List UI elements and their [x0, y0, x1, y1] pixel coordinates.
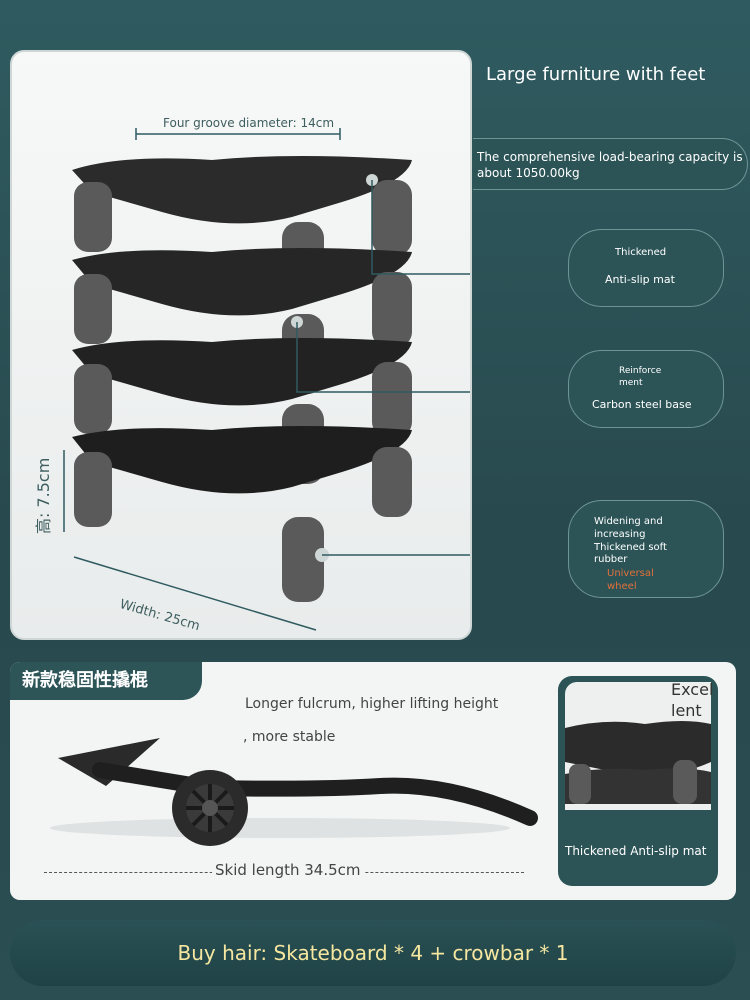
- crowbar-text-2: , more stable: [243, 729, 336, 745]
- wheel-line6: wheel: [607, 581, 637, 592]
- wheel-line1: Widening and: [594, 516, 663, 527]
- dolly-1: [72, 156, 412, 302]
- base-line2: Carbon steel base: [592, 398, 692, 411]
- excellent-card-image: [565, 682, 711, 810]
- base-line1: Reinforce: [619, 366, 662, 376]
- wheel-line3: Thickened soft: [594, 542, 667, 553]
- capacity-text: The comprehensive load-bearing capacity …: [477, 150, 743, 180]
- dolly-2: [72, 248, 412, 394]
- skid-length-label: Skid length 34.5cm: [212, 861, 364, 879]
- base-line1b: ment: [619, 378, 643, 388]
- mini-dolly-illustration: [565, 721, 711, 804]
- crowbar-text-1: Longer fulcrum, higher lifting height: [245, 696, 499, 712]
- crowbar-illustration: [50, 738, 538, 846]
- excellent-word: Excel lent: [671, 680, 714, 720]
- wheel-line5: Universal: [607, 568, 654, 579]
- wheel-callout: Widening and increasing Thickened soft r…: [568, 500, 724, 598]
- crowbar-tag: 新款稳固性撬棍: [10, 662, 202, 700]
- base-callout: Reinforce ment Carbon steel base: [568, 350, 724, 428]
- height-dimension: 高: 7.5cm: [34, 457, 53, 534]
- excellent-caption: Thickened Anti-slip mat: [565, 844, 707, 858]
- page-title: Large furniture with feet: [486, 64, 706, 85]
- mat-line2: Anti-slip mat: [605, 273, 675, 286]
- dolly-stack-illustration: [63, 128, 470, 631]
- capacity-callout: The comprehensive load-bearing capacity …: [473, 138, 748, 190]
- mat-callout: Thickened Anti-slip mat: [568, 229, 724, 307]
- height-dimension-wrap: 高: 7.5cm: [16, 438, 66, 538]
- dolly-4: [72, 426, 412, 602]
- wheel-line2: increasing: [594, 529, 646, 540]
- mat-line1: Thickened: [615, 247, 667, 258]
- bundle-banner: Buy hair: Skateboard * 4 + crowbar * 1: [10, 920, 736, 986]
- groove-dimension: Four groove diameter: 14cm: [163, 116, 335, 130]
- wheel-line4: rubber: [594, 554, 628, 565]
- product-card: [10, 50, 472, 640]
